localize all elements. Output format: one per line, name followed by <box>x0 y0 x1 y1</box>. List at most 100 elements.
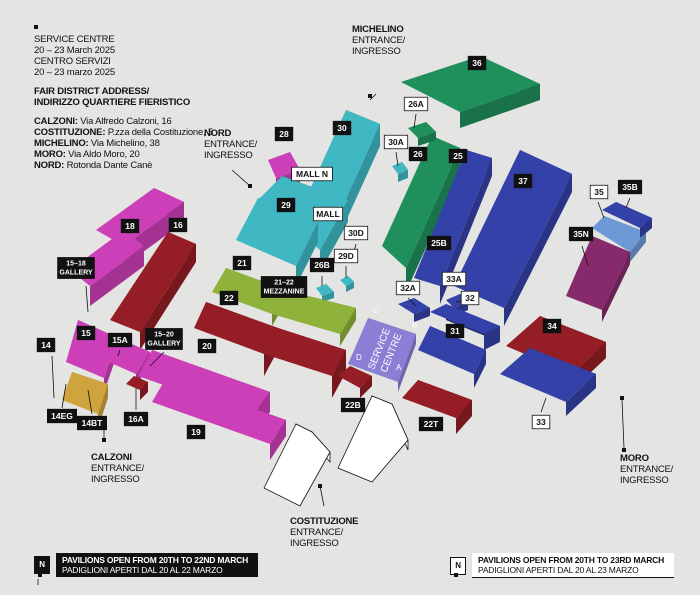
pavilion-label-31[interactable]: 31 <box>445 323 465 339</box>
pavilion-label-14bt[interactable]: 14BT <box>77 415 108 431</box>
address-name: COSTITUZIONE: <box>34 127 106 138</box>
pavilion-label-33[interactable]: 33 <box>531 414 551 430</box>
svg-text:25: 25 <box>453 151 463 161</box>
pavilion-label-18[interactable]: 18 <box>120 218 140 234</box>
pavilion-label-16a[interactable]: 16A <box>123 411 149 427</box>
pavilion-label-22[interactable]: 22 <box>219 290 239 306</box>
pavilion-label-14[interactable]: 14 <box>36 337 56 353</box>
pavilion-label-29[interactable]: 29 <box>276 197 296 213</box>
pavilion-29-lower-block[interactable] <box>236 198 318 286</box>
address-name: MICHELINO: <box>34 138 89 149</box>
svg-text:30: 30 <box>337 123 347 133</box>
pavilion-label-36[interactable]: 36 <box>467 55 487 71</box>
costituzione-block-a[interactable] <box>263 423 331 507</box>
pavilion-label-30[interactable]: 30 <box>332 120 352 136</box>
pavilion-30a-block[interactable] <box>392 162 408 182</box>
entrance-nord[interactable]: NORD ENTRANCE/ INGRESSO <box>204 128 257 161</box>
pavilion-35-block[interactable] <box>592 216 646 262</box>
legend-text: PAVILIONS OPEN FROM 20TH TO 22ND MARCH P… <box>56 553 259 577</box>
address-value: Via Michelino, 38 <box>88 138 160 149</box>
pavilion-32-block[interactable] <box>430 304 500 350</box>
pavilion-label-35[interactable]: 35 <box>589 184 609 200</box>
pavilion-22b-block[interactable] <box>338 366 372 398</box>
pavilion-label-26a[interactable]: 26A <box>403 96 429 112</box>
pavilion-25-block[interactable] <box>414 150 492 304</box>
pavilion-22t-block[interactable] <box>402 380 472 434</box>
pavilion-37-block[interactable] <box>454 150 572 326</box>
svg-text:GALLERY: GALLERY <box>147 341 181 348</box>
address-row: MORO: Via Aldo Moro, 20 <box>34 149 254 160</box>
pavilion-label-19[interactable]: 19 <box>186 424 206 440</box>
pavilion-label-28[interactable]: 28 <box>274 126 294 142</box>
svg-text:15–18: 15–18 <box>66 261 86 268</box>
entrance-calzoni[interactable]: CALZONI ENTRANCE/ INGRESSO <box>91 452 144 485</box>
pavilion-14-block[interactable] <box>62 372 108 428</box>
legend-line: PADIGLIONI APERTI DAL 20 AL 23 MARZO <box>478 565 639 575</box>
pavilion-label-mall[interactable]: MALL <box>312 206 343 222</box>
pavilion-label-32[interactable]: 32 <box>460 290 480 306</box>
legend-line: PAVILIONS OPEN FROM 20TH TO 23RD MARCH <box>478 555 665 565</box>
pavilion-31-block[interactable] <box>418 326 486 388</box>
pavilion-label-30a[interactable]: 30A <box>383 134 409 150</box>
entrance-moro[interactable]: MORO ENTRANCE/ INGRESSO <box>620 453 673 486</box>
pavilion-label-21[interactable]: 21 <box>232 255 252 271</box>
costituzione-block-b[interactable] <box>337 395 409 483</box>
pavilion-29d-block[interactable] <box>340 276 354 292</box>
pavilion-label-30d[interactable]: 30D <box>343 225 369 241</box>
pavilion-label-25b[interactable]: 25B <box>426 235 452 251</box>
pavilion-26b-block[interactable] <box>316 284 334 302</box>
pavilion-label-22t[interactable]: 22T <box>418 416 444 432</box>
pavilion-label-15[interactable]: 15 <box>76 325 96 341</box>
pavilion-16-block[interactable] <box>110 232 196 350</box>
pavilion-label-22b[interactable]: 22B <box>340 397 366 413</box>
pavilion-26a-block[interactable] <box>408 122 436 146</box>
svg-text:MEZZANINE: MEZZANINE <box>264 289 305 296</box>
pavilion-label-33a[interactable]: 33A <box>441 271 467 287</box>
address-value: Via Aldo Moro, 20 <box>65 149 140 160</box>
pavilion-label-29d[interactable]: 29D <box>333 248 359 264</box>
pavilion-label-14eg[interactable]: 14EG <box>47 408 78 424</box>
pavilion-label-16[interactable]: 16 <box>168 217 188 233</box>
entrance-name: CALZONI <box>91 452 132 463</box>
pavilion-label-32a[interactable]: 32A <box>395 280 421 296</box>
pavilion-label-26[interactable]: 26 <box>408 146 428 162</box>
pavilion-19-block[interactable] <box>152 378 286 460</box>
address-name: NORD: <box>34 160 65 171</box>
pavilion-label-35n[interactable]: 35N <box>568 226 594 242</box>
pavilion-16a-block[interactable] <box>126 376 148 400</box>
service-centre-door: D <box>356 353 362 362</box>
entrance-costituzione[interactable]: COSTITUZIONE ENTRANCE/ INGRESSO <box>290 516 359 549</box>
info-marker <box>34 25 38 29</box>
svg-text:29: 29 <box>281 200 291 210</box>
leader-line <box>319 485 325 507</box>
svg-text:14BT: 14BT <box>82 418 104 428</box>
pavilion-label-26b[interactable]: 26B <box>309 257 335 273</box>
service-centre-block[interactable] <box>348 318 416 392</box>
legend-dark: N PAVILIONS OPEN FROM 20TH TO 22ND MARCH… <box>34 553 259 577</box>
pavilion-label-20[interactable]: 20 <box>197 338 217 354</box>
pavilion-33-block[interactable] <box>500 348 596 416</box>
entrance-michelino[interactable]: MICHELINO ENTRANCE/ INGRESSO <box>352 24 405 57</box>
pavilion-30-block[interactable] <box>306 110 380 234</box>
leader-line <box>149 351 165 367</box>
entrance-line: INGRESSO <box>352 46 401 57</box>
service-dates: 20 – 23 March 2025 <box>34 45 115 56</box>
pavilion-32a-block[interactable] <box>398 298 430 322</box>
pavilion-label-37[interactable]: 37 <box>513 173 533 189</box>
pavilion-35b-block[interactable] <box>602 202 652 238</box>
pavilion-label-mall-n[interactable]: MALL N <box>291 166 333 182</box>
pavilion-22-east-block[interactable] <box>264 328 346 398</box>
pavilion-35n-block[interactable] <box>566 236 630 322</box>
pavilion-label-25[interactable]: 25 <box>448 148 468 164</box>
pavilion-label-34[interactable]: 34 <box>542 318 562 334</box>
pavilion-36-block[interactable] <box>401 56 540 128</box>
address-row: CALZONI: Via Alfredo Calzoni, 16 <box>34 116 254 127</box>
pavilion-label-35b[interactable]: 35B <box>617 179 643 195</box>
address-value: Via Alfredo Calzoni, 16 <box>77 116 172 127</box>
svg-text:29D: 29D <box>338 251 354 261</box>
pavilion-label-15a[interactable]: 15A <box>107 332 133 348</box>
entrance-marker <box>248 184 252 188</box>
